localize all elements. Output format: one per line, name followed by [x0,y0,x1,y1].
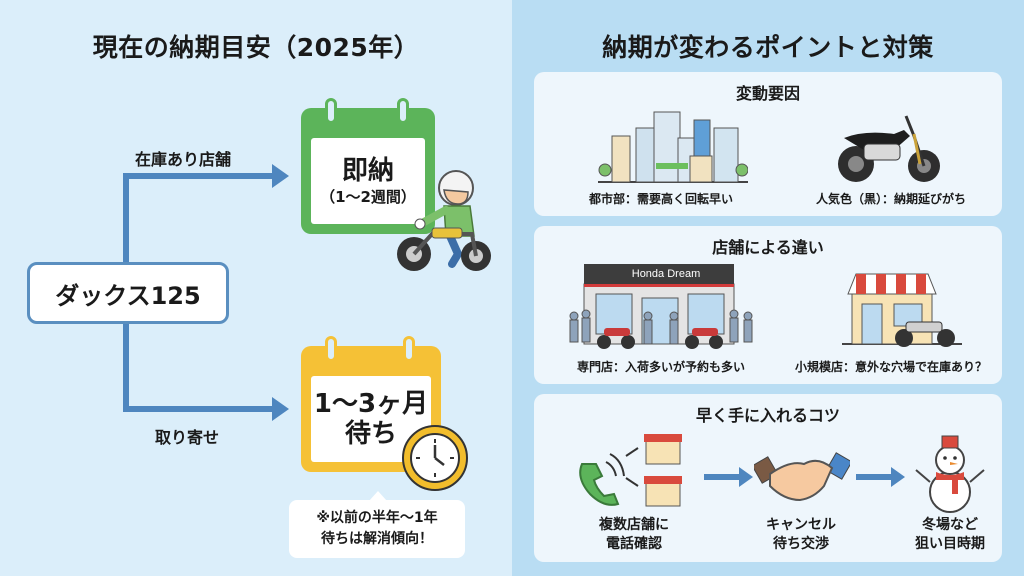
rider-on-motorcycle-icon [397,170,491,271]
connector-vertical-top [123,176,129,264]
instant-delivery-period: （1〜2週間） [320,187,416,206]
order-wait-label: 待ち [344,419,397,449]
left-panel: 現在の納期目安（2025年） 在庫あり店舗 取り寄せ ダックス125 即納 （1… [27,33,491,558]
step-winter-timing: 冬場など 狙い目時期 [915,517,985,552]
black-motorcycle-icon [838,115,940,182]
calendar-ring-icon [325,336,337,362]
card-title: 店舗による違い [712,238,824,257]
card-variation-factors: 変動要因 都市部：需要高く回転早い 人気色（黒）：納期延びがち [534,72,1002,216]
left-title: 現在の納期目安（2025年） [92,33,420,62]
caption-popular-color: 人気色（黒）：納期延びがち [815,192,966,206]
step-cancel-wait: キャンセル 待ち交渉 [766,517,836,552]
right-panel: 納期が変わるポイントと対策 変動要因 都市部：需要高く回転早い 人気色（黒）：納… [512,0,1024,576]
flow-arrow-icon [704,467,753,487]
calendar-ring-icon [403,336,415,362]
card-tips: 早く手に入れるコツ 複数店舗に 電話確認 キャンセル 待ち交渉 [534,394,1002,562]
handshake-icon [754,452,850,502]
note-line-2: 待ちは解消傾向！ [321,531,433,547]
phone-call-shops-icon [579,434,682,507]
caption-small-shop: 小規模店：意外な穴場で在庫あり？ [794,360,987,374]
caption-urban: 都市部：需要高く回転早い [588,192,733,206]
calendar-ring-icon [397,98,409,124]
connector-vertical-bottom [123,322,129,410]
snowman-icon [915,435,985,513]
order-wait-period: 1〜3ヶ月 [313,389,429,419]
instant-delivery-label: 即納 [341,155,394,186]
small-shop-icon [842,273,962,347]
note-bubble: ※以前の半年〜1年 待ちは解消傾向！ [289,491,465,558]
branch-label-in-stock: 在庫あり店舗 [135,150,232,169]
step-call-stores: 複数店舗に 電話確認 [599,517,669,552]
caption-dealer: 専門店：入荷多いが予約も多い [576,360,745,374]
model-name: ダックス125 [55,281,201,310]
note-line-1: ※以前の半年〜1年 [316,510,438,526]
calendar-ring-icon [325,98,337,124]
calendar-order-wait: 1〜3ヶ月 待ち [301,336,441,472]
clock-icon [402,425,468,491]
card-title: 早く手に入れるコツ [695,406,840,425]
store-sign: Honda Dream [606,266,726,283]
card-title: 変動要因 [735,84,800,103]
connector-horizontal-top [123,173,273,179]
calendar-instant-delivery: 即納 （1〜2週間） [301,98,435,234]
arrow-to-order [272,397,289,421]
branch-label-order: 取り寄せ [155,428,220,447]
city-buildings-icon [598,111,748,183]
model-name-box: ダックス125 [27,262,229,324]
flow-arrow-icon [856,467,905,487]
connector-horizontal-bottom [123,406,273,412]
right-title: 納期が変わるポイントと対策 [602,33,934,62]
card-store-differences: 店舗による違い Honda Dream 専門 [534,226,1002,384]
arrow-to-instant [272,164,289,188]
